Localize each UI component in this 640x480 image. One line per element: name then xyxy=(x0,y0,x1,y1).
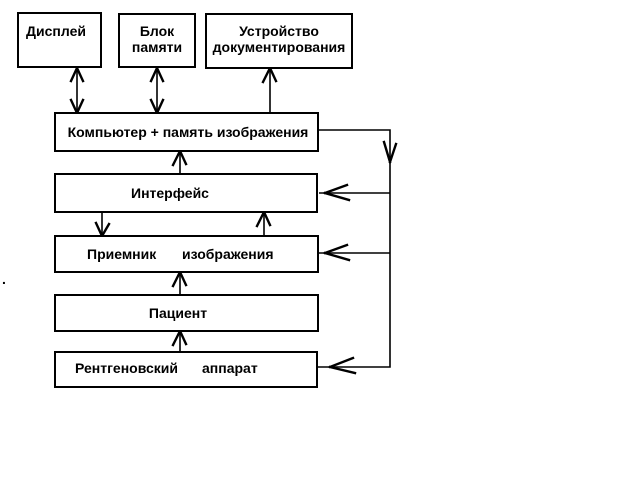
box-computer xyxy=(54,112,319,152)
box-patient-label: Пациент xyxy=(149,305,207,321)
bus-line xyxy=(318,129,391,368)
box-interface-label: Интерфейс xyxy=(131,185,209,201)
stray-dot: . xyxy=(2,271,6,287)
arrowhead-left xyxy=(328,356,357,375)
box-image-receiver-label-word2: изображения xyxy=(182,246,274,262)
labels: Дисплей Блок памяти Устройство документи… xyxy=(2,23,345,376)
box-documentation-device xyxy=(205,13,353,69)
box-image-receiver xyxy=(54,235,319,273)
box-documentation-device-label-line2: документирования xyxy=(213,39,346,55)
box-display-label: Дисплей xyxy=(26,23,86,39)
box-memory-unit-label-line2: памяти xyxy=(132,39,182,55)
box-display xyxy=(17,12,102,68)
arrowhead-down xyxy=(382,140,398,164)
box-xray-apparatus-label-word1: Рентгеновский xyxy=(75,360,178,376)
box-xray-apparatus-label-word2: аппарат xyxy=(202,360,258,376)
box-patient xyxy=(54,294,319,332)
box-memory-unit-label-line1: Блок xyxy=(140,23,175,39)
box-image-receiver-label-word1: Приемник xyxy=(87,246,157,262)
box-xray-apparatus xyxy=(54,351,318,388)
arrowhead-left xyxy=(323,243,351,262)
boxes xyxy=(17,12,353,388)
box-memory-unit xyxy=(118,13,196,68)
arrowhead-left xyxy=(323,183,351,202)
box-interface xyxy=(54,173,318,213)
box-documentation-device-label-line1: Устройство xyxy=(239,23,319,39)
feedback-bus xyxy=(318,129,398,375)
box-computer-label: Компьютер + память изображения xyxy=(68,124,309,140)
